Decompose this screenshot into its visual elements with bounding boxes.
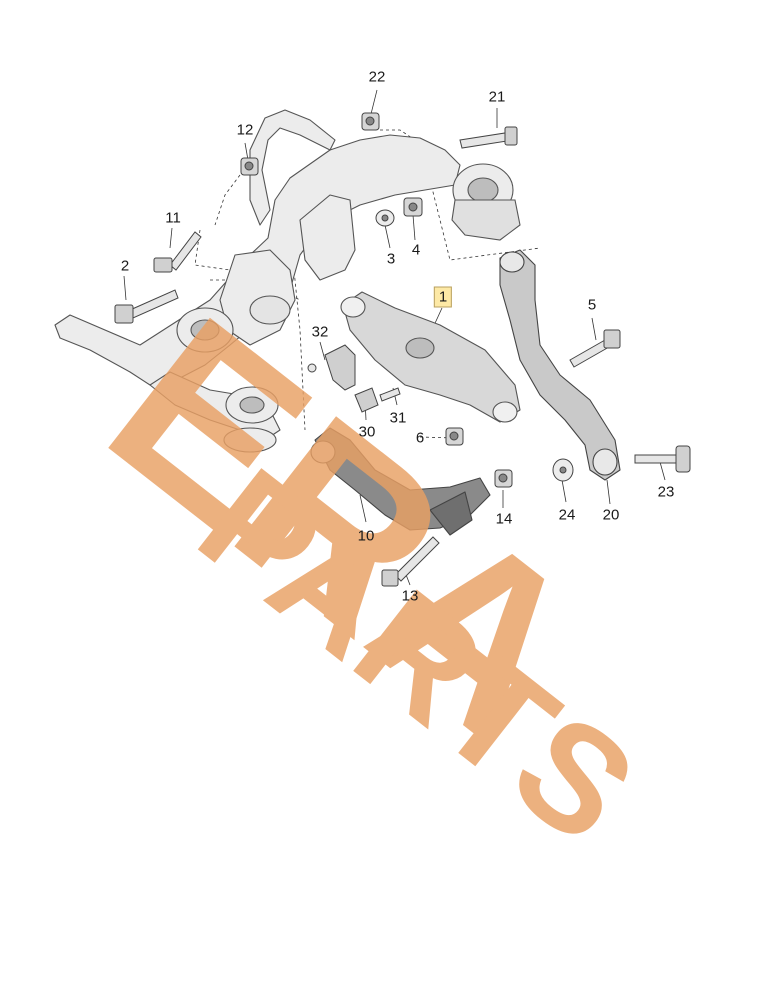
callout-2: 2 [120, 257, 130, 275]
callout-4: 4 [411, 241, 421, 259]
callout-1: 1 [433, 286, 453, 308]
callout-21: 21 [488, 88, 506, 106]
callout-12: 12 [236, 121, 254, 139]
callout-10: 10 [357, 527, 375, 545]
control-arm-1 [340, 291, 521, 423]
callout-6: 6 [415, 429, 425, 447]
callout-20: 20 [602, 506, 620, 524]
callout-30: 30 [358, 423, 376, 441]
callout-11: 11 [165, 209, 181, 227]
control-arm-10 [310, 427, 491, 536]
callout-32: 32 [311, 323, 329, 341]
callout-22: 22 [368, 68, 386, 86]
callout-13: 13 [401, 587, 419, 605]
callout-14: 14 [495, 510, 513, 528]
control-arm-20 [499, 249, 621, 481]
callout-5: 5 [587, 296, 597, 314]
bushings [176, 163, 521, 453]
nuts-washers [240, 112, 574, 488]
bracket-30-32 [324, 344, 379, 413]
callout-24: 24 [558, 506, 576, 524]
bolts [114, 126, 691, 587]
callout-31: 31 [389, 409, 407, 427]
callout-3: 3 [386, 250, 396, 268]
callout-23: 23 [657, 483, 675, 501]
